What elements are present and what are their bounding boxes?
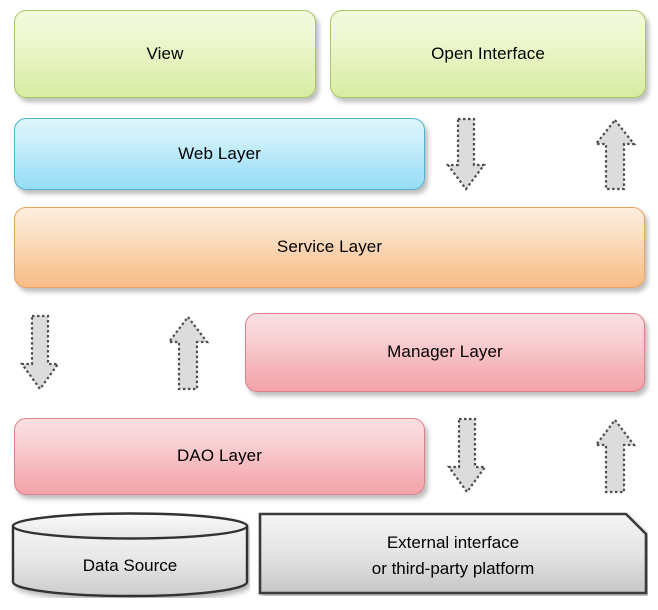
external-interface-box[interactable]: External interface or third-party platfo… xyxy=(258,512,648,596)
external-interface-line2: or third-party platform xyxy=(371,559,535,579)
layer-label-web-layer: Web Layer xyxy=(178,143,261,163)
layer-label-open-interface: Open Interface xyxy=(431,43,545,63)
external-interface-line1: External interface xyxy=(386,533,520,552)
layer-box-view[interactable]: View xyxy=(14,10,316,98)
arrow-up-service-to-web xyxy=(593,117,637,192)
layer-box-manager-layer[interactable]: Manager Layer xyxy=(245,313,645,392)
layer-label-dao-layer: DAO Layer xyxy=(177,446,262,466)
layer-label-view: View xyxy=(146,43,184,63)
arrow-down-service-to-dao xyxy=(18,314,62,392)
arrow-up-external-to-dao xyxy=(593,417,637,495)
layer-box-web-layer[interactable]: Web Layer xyxy=(14,118,425,190)
data-source-label: Data Source xyxy=(82,556,178,575)
arrow-down-dao-to-datasource xyxy=(445,417,489,495)
arrow-up-dao-to-service xyxy=(166,314,210,392)
external-interface-text: External interface or third-party platfo… xyxy=(258,530,648,583)
arrow-down-web-to-service xyxy=(445,117,487,192)
layer-box-dao-layer[interactable]: DAO Layer xyxy=(14,418,425,495)
data-source-cylinder[interactable]: Data Source xyxy=(10,512,250,598)
layer-box-service-layer[interactable]: Service Layer xyxy=(14,207,645,288)
layer-box-open-interface[interactable]: Open Interface xyxy=(330,10,646,98)
layer-label-manager-layer: Manager Layer xyxy=(387,342,503,362)
layer-label-service-layer: Service Layer xyxy=(276,237,383,257)
